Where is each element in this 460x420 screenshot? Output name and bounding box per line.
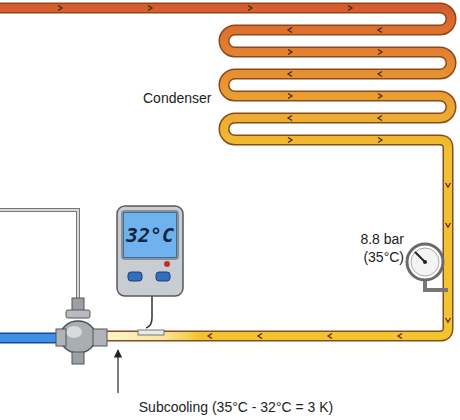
capillary-tube	[0, 210, 78, 305]
saturation-temperature: (35°C)	[363, 249, 404, 265]
flow-arrow	[288, 138, 292, 143]
capillary-tube	[0, 210, 78, 305]
pressure-reading-box: 8.8 bar	[360, 230, 404, 248]
flow-arrow	[378, 28, 382, 33]
flow-arrow	[446, 318, 451, 322]
flow-arrow	[378, 116, 382, 121]
flow-arrow	[58, 6, 62, 11]
flow-arrow	[148, 6, 152, 11]
pressure-reading: 8.8 bar	[360, 231, 404, 247]
flow-arrow	[288, 50, 292, 55]
flow-arrow	[288, 94, 292, 99]
flow-arrow	[328, 334, 332, 339]
flow-arrow	[348, 6, 352, 11]
flow-arrow	[258, 334, 262, 339]
flow-arrow	[378, 94, 382, 99]
flow-arrow	[378, 50, 382, 55]
condenser-pipe	[0, 8, 451, 336]
flow-arrow	[378, 138, 382, 143]
pressure-gauge	[407, 244, 448, 290]
flow-arrow	[446, 183, 451, 187]
flow-arrow	[208, 334, 212, 339]
flow-arrow	[288, 72, 292, 77]
part-name-box: Condenser	[143, 89, 212, 107]
temperature-reading: 32°C	[126, 224, 174, 247]
thermometer-display: 32°C	[123, 212, 177, 258]
liquid-line	[0, 334, 62, 342]
flow-arrow	[248, 6, 252, 11]
note: Subcooling (35°C - 32°C = 3 K)	[139, 399, 333, 415]
flow-arrows	[58, 6, 451, 339]
flow-arrow	[446, 223, 451, 227]
saturation-temperature-box: (35°C)	[363, 248, 404, 266]
expansion-valve	[56, 298, 107, 364]
flow-arrow	[378, 72, 382, 77]
flow-arrow	[288, 28, 292, 33]
note-box: Subcooling (35°C - 32°C = 3 K)	[139, 398, 333, 416]
leader-arrow	[117, 350, 118, 393]
part-name: Condenser	[143, 90, 212, 106]
liquid-line	[0, 333, 62, 344]
flow-arrow	[398, 334, 402, 339]
digital-thermometer	[117, 206, 183, 335]
flow-arrow	[288, 116, 292, 121]
